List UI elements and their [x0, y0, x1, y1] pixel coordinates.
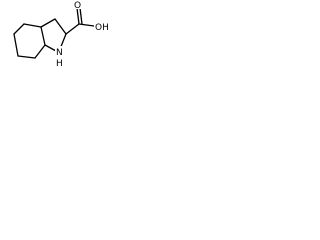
ring-bond-2 — [23, 23, 42, 28]
bond-c2-carboxyl — [65, 23, 80, 35]
ring5-bond-n-c7a — [44, 44, 57, 52]
cyclohexane-ring — [13, 23, 46, 59]
double-bond-co-2 — [79, 7, 83, 25]
ring5-bond-c3a-c3 — [40, 18, 56, 28]
pyrrolidine-ring — [40, 18, 67, 52]
double-bond-co-1 — [76, 7, 80, 25]
oxygen-label-halo — [73, 0, 83, 9]
ring-bond-1 — [13, 23, 25, 35]
ring-bond-3 — [40, 26, 46, 46]
ring-bond-5 — [17, 55, 36, 59]
nitrogen-label: N — [56, 48, 63, 58]
ring-bond-6 — [13, 33, 19, 57]
single-bond-c-oh — [78, 23, 95, 27]
ring-bond-4 — [34, 44, 46, 59]
nh-label-halo — [55, 46, 64, 68]
carboxylic-acid-group — [65, 7, 95, 35]
chemical-structure-drawing: O OH N H — [13, 0, 110, 69]
oxygen-double-label: O — [74, 1, 81, 11]
nh-hydrogen-label: H — [56, 59, 63, 69]
hydroxyl-label: OH — [95, 23, 109, 33]
hydroxyl-label-halo — [94, 20, 110, 31]
ring5-bond-c3-c2 — [54, 18, 67, 35]
